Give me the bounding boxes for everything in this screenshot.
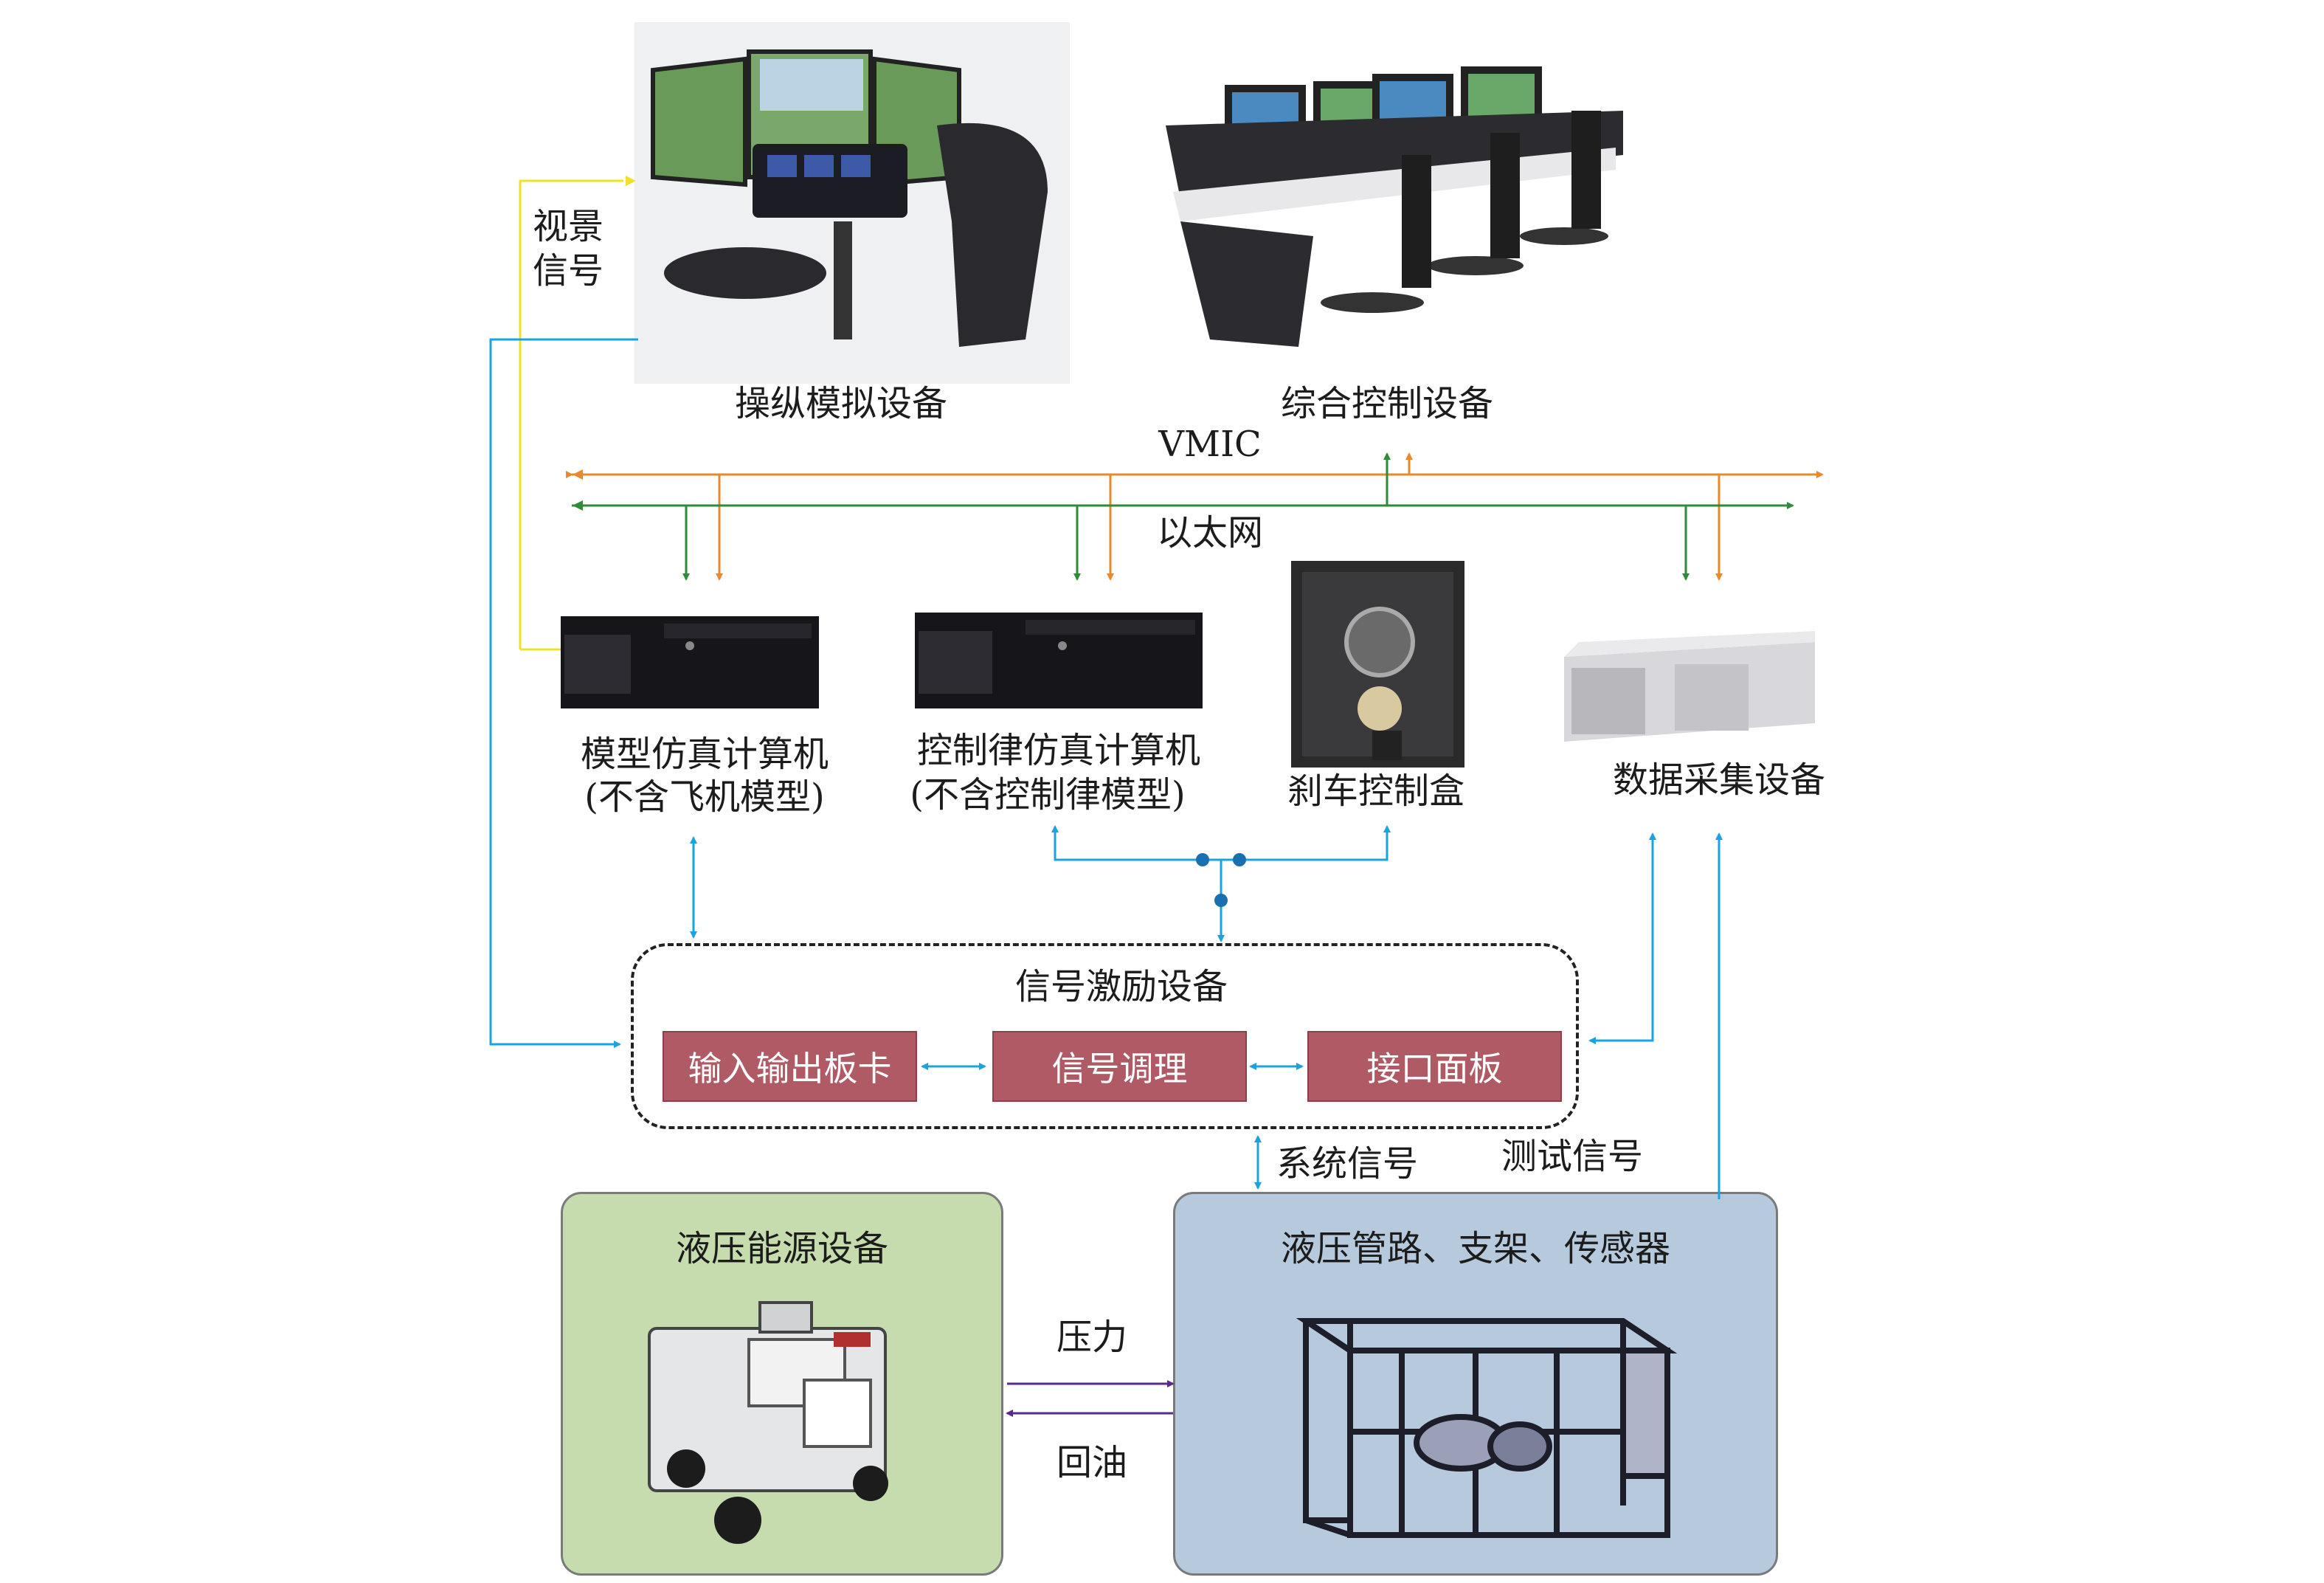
control-console-label: 综合控制设备 — [1280, 383, 1494, 424]
signal-conditioning-box: 信号调理 — [992, 1031, 1247, 1102]
test-signal-label: 测试信号 — [1501, 1136, 1644, 1177]
pressure-label: 压力 — [1056, 1317, 1128, 1358]
flight-sim-label: 操纵模拟设备 — [734, 383, 948, 424]
ethernet-label: 以太网 — [1156, 512, 1264, 553]
sim-to-io-line — [489, 338, 638, 1048]
connector-dots — [1196, 853, 1246, 907]
model-computer-label-2: (不含飞机模型) — [584, 776, 825, 818]
video-signal-label-1: 视景 — [533, 206, 604, 247]
video-arrowhead — [626, 176, 636, 186]
hydraulic-power-title: 液压能源设备 — [675, 1228, 889, 1269]
brake-box-image — [1291, 561, 1464, 768]
law-computer-label-2: (不含控制律模型) — [910, 774, 1186, 815]
law-computer-label-1: 控制律仿真计算机 — [916, 730, 1201, 771]
return-oil-label: 回油 — [1056, 1442, 1128, 1483]
hydraulic-lines — [1006, 1380, 1175, 1417]
hydraulic-rig-title: 液压管路、支架、传感器 — [1280, 1228, 1671, 1269]
ethernet-left-arrowhead — [573, 500, 583, 511]
vmic-bus — [566, 452, 1824, 581]
law-computer-image — [915, 613, 1203, 708]
video-signal-line — [519, 179, 623, 651]
brake-box-label: 刹车控制盒 — [1287, 770, 1465, 812]
hydraulic-rig-image — [1296, 1318, 1678, 1538]
video-signal-label-2: 信号 — [533, 250, 604, 292]
interface-panel-box: 接口面板 — [1307, 1031, 1562, 1102]
ethernet-bus — [572, 452, 1794, 581]
data-acq-label: 数据采集设备 — [1612, 759, 1826, 801]
signal-excitation-group — [631, 943, 1579, 1129]
vmic-label: VMIC — [1158, 424, 1262, 465]
model-computer-label-1: 模型仿真计算机 — [580, 734, 829, 775]
control-console-image — [1166, 66, 1623, 347]
vmic-left-arrowhead — [573, 469, 583, 480]
data-acq-image — [1564, 631, 1815, 742]
hydraulic-power-unit-image — [648, 1301, 888, 1544]
system-signal-label: 系统信号 — [1276, 1143, 1419, 1184]
model-computer-image — [561, 616, 819, 708]
io-card-box: 输入输出板卡 — [663, 1031, 917, 1102]
signal-excitation-title: 信号激励设备 — [1014, 966, 1228, 1007]
flight-simulator-image — [634, 22, 1070, 384]
